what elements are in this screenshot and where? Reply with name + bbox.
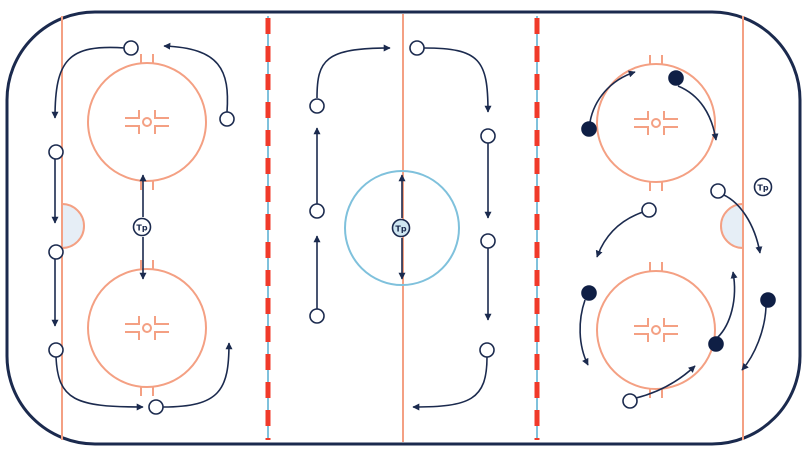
player-marker [641,202,657,218]
coach-label: Tp [136,224,147,233]
player-marker [309,98,325,114]
skate-path-arrow [589,70,636,123]
skate-path-arrow [51,46,126,119]
right-zone-drill [579,70,767,399]
player-marker [309,308,325,324]
skate-path-arrow [412,356,488,411]
left-zone-players [48,40,235,415]
left-zone-drill [51,42,233,411]
player-marker [48,244,64,260]
skate-path-arrow [677,85,719,141]
player-marker-filled [708,336,724,352]
player-marker [48,144,64,160]
coach-marker [753,177,773,197]
faceoff-circle-bottom-right [596,262,716,398]
faceoff-circle-top-right [596,55,716,191]
player-marker-filled [760,292,776,308]
player-marker [48,342,64,358]
player-marker [409,40,425,56]
skate-path-arrow [163,42,229,113]
player-marker-filled [581,285,597,301]
goal-crease-left [61,202,85,250]
player-marker [148,399,164,415]
player-marker [123,40,139,56]
goal-crease-right [720,202,744,250]
player-marker-filled [668,70,684,86]
player-marker [622,393,638,409]
coach-label: Tp [757,184,768,193]
player-marker [480,128,496,144]
coach-marker [132,217,152,237]
player-marker [219,111,235,127]
neutral-zone-players [309,40,496,358]
skate-path-arrow [717,271,738,338]
skate-path-arrow [316,44,391,99]
right-zone-players-open [622,177,773,409]
coach-marker [391,218,411,238]
coach-label: Tp [395,225,406,234]
skate-path-arrow [741,306,767,371]
player-marker [309,203,325,219]
faceoff-circle-top-left [87,54,207,190]
player-marker [710,183,726,199]
player-marker [480,233,496,249]
skate-path-arrow [162,342,233,408]
skate-path-arrow [55,356,144,411]
player-marker-filled [581,121,597,137]
skate-path-arrow [718,192,763,254]
skate-path-arrow [595,211,644,258]
right-zone-players-filled [581,70,776,352]
skate-path-arrow [423,47,492,113]
neutral-zone-drill [313,44,492,411]
faceoff-circle-bottom-left [87,260,207,396]
center-faceoff-circle [344,170,460,286]
skate-path-arrow [579,299,589,366]
skate-path-arrow [635,365,696,399]
player-marker [479,342,495,358]
